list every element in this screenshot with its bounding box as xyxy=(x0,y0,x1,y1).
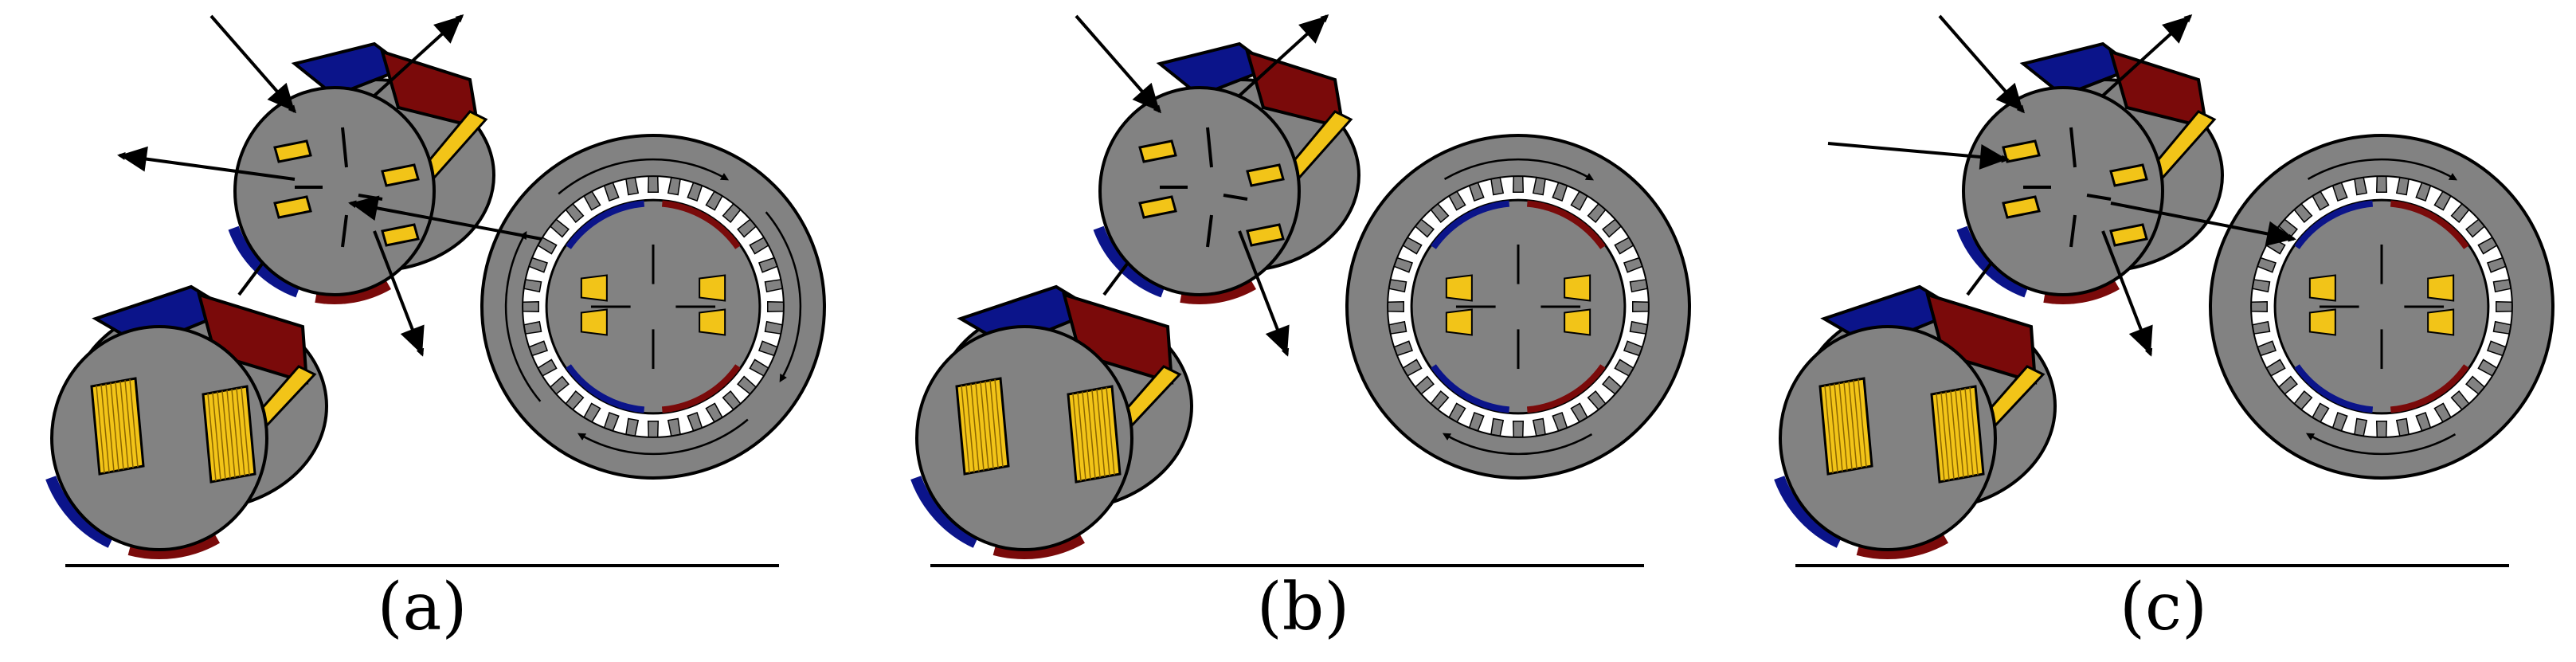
flux-loop-1 xyxy=(1442,433,1593,456)
arrow-in-stator-0-head xyxy=(350,195,380,221)
arrow-in-top-1-head xyxy=(1132,82,1160,112)
arrow-down-0-head xyxy=(400,324,425,355)
rotor-drum-large-1 xyxy=(910,284,1193,559)
arrow-left-2 xyxy=(1827,142,2010,163)
arrow-down-1-head xyxy=(1265,324,1290,355)
arrow-out-top-1-head xyxy=(1298,16,1327,44)
arrow-left-2-head xyxy=(1979,144,2007,170)
shaft-link-1 xyxy=(1102,261,1129,296)
arrow-in-stator-0 xyxy=(348,200,542,241)
flux-loop-2 xyxy=(504,230,542,402)
shaft-link-0 xyxy=(237,261,264,296)
flux-loop-0 xyxy=(558,158,730,195)
panel-b xyxy=(910,14,1691,559)
flux-loop-0 xyxy=(1443,158,1595,181)
rotor-drum-large-0 xyxy=(45,284,328,559)
rotor-drum-large-2 xyxy=(1774,284,2057,559)
flux-loop-3 xyxy=(765,211,802,383)
flux-loop-0 xyxy=(2307,158,2458,181)
flux-loop-1 xyxy=(577,418,749,456)
arrow-out-top-2-head xyxy=(2162,16,2190,44)
panel-a xyxy=(45,14,826,559)
stator-section-1 xyxy=(1345,134,1691,480)
arrow-in-top-0-head xyxy=(267,82,295,112)
arrow-out-stator-2-head xyxy=(2265,221,2294,247)
arrow-in-top-2-head xyxy=(1995,82,2023,112)
stator-section-2 xyxy=(2209,134,2554,480)
rotor-drum-small-0 xyxy=(228,41,495,304)
shaft-link-2 xyxy=(1966,261,1993,296)
arrow-out-top-0-head xyxy=(433,16,462,44)
flux-loop-1 xyxy=(2305,433,2457,456)
arrow-down-2-head xyxy=(2128,324,2153,355)
rotor-drum-small-2 xyxy=(1956,41,2224,304)
panel-label-c: (c) xyxy=(2120,570,2207,645)
panel-label-b: (b) xyxy=(1257,570,1349,645)
panel-label-a: (a) xyxy=(378,570,468,645)
rotor-drum-small-1 xyxy=(1093,41,1360,304)
stator-section-0 xyxy=(480,134,826,480)
arrow-left-0-head xyxy=(119,146,148,172)
arrow-out-stator-2 xyxy=(2110,202,2296,242)
arrow-left-0 xyxy=(117,151,296,181)
panel-c xyxy=(1774,14,2554,559)
